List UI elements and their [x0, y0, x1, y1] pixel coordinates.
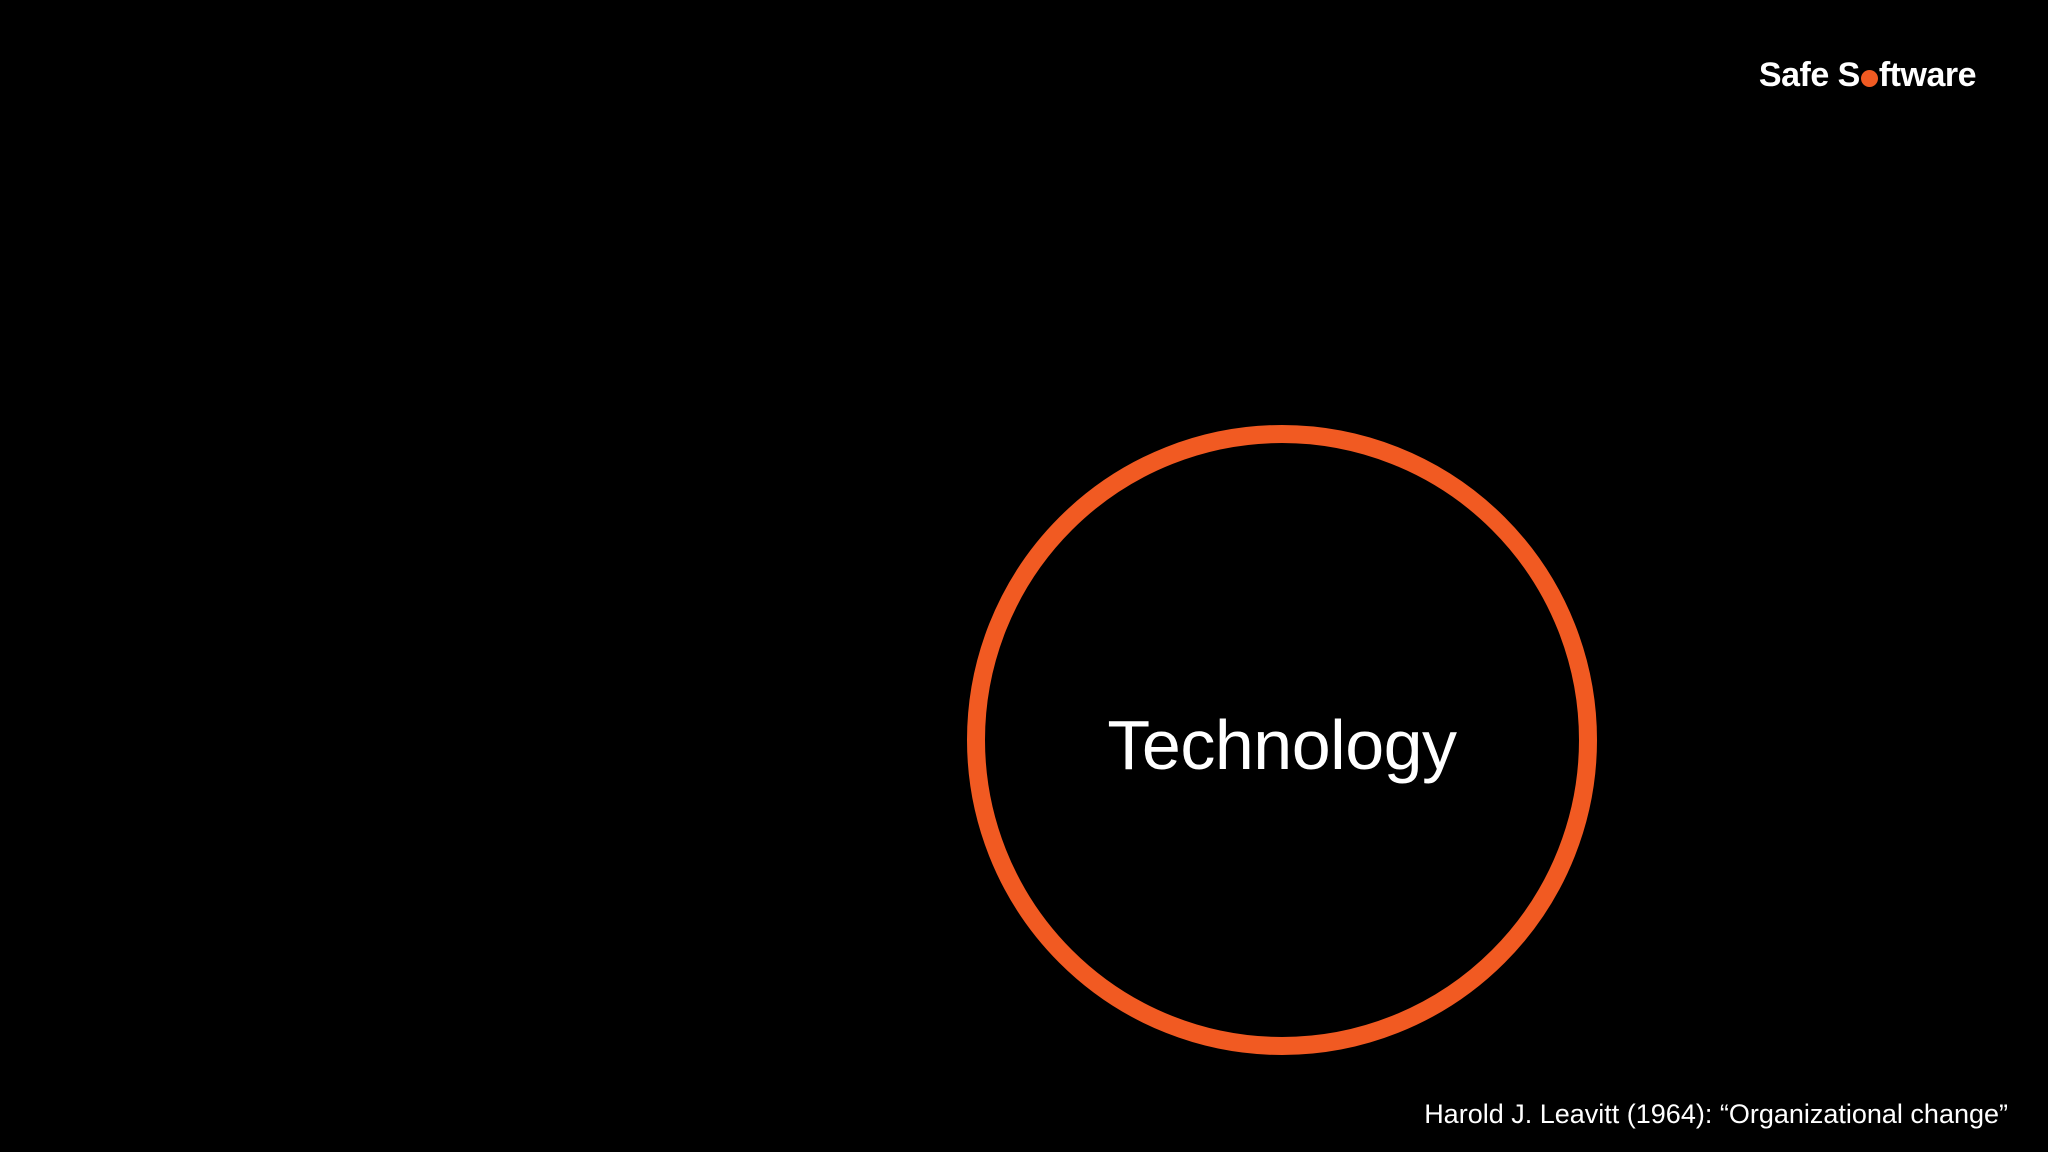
logo-dot-icon: [1860, 69, 1878, 87]
technology-circle: Technology: [967, 425, 1597, 1055]
circle-label: Technology: [1107, 706, 1457, 784]
logo-text-start: Safe S: [1758, 56, 1860, 94]
citation: Harold J. Leavitt (1964): “Organizationa…: [1424, 1099, 2008, 1129]
safe-software-logo: Safe S ftware: [1758, 56, 1977, 94]
logo-text-end: ftware: [1878, 56, 1977, 94]
